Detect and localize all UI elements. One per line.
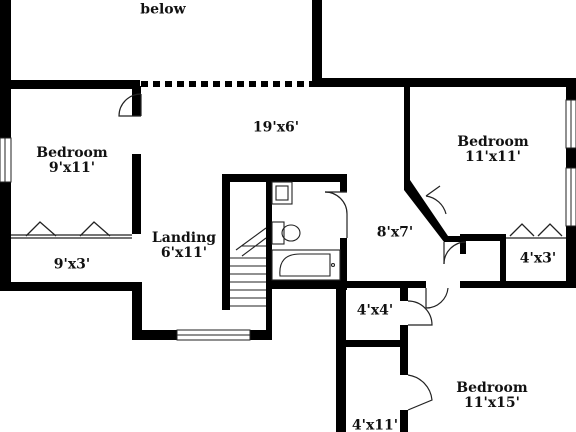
stair-east-wall [266,174,272,334]
landing-south-wall-left [132,330,177,340]
east-wall-top [566,78,576,100]
bath-east-wall-top [340,174,347,192]
bathtub [271,249,341,281]
bath-east-wall-low [340,238,347,290]
room-name: Bedroom [36,145,108,161]
room-size: 8'x7' [376,224,414,241]
stairs [230,227,267,307]
windows [0,99,576,341]
room-label-upper-hall: 19'x6' [252,119,300,136]
closet-lower-east-wall [400,410,408,432]
room-size: 11'x15' [464,395,520,411]
room-size: 6'x11' [160,245,208,261]
room-label-bedroom-southeast: Bedroom 11'x15' [456,381,527,411]
closet-east-east-wall [500,234,506,288]
room-name: below [140,1,186,18]
closet-mid-east-top [400,283,408,301]
closet-mid-east-low [400,325,408,375]
bath-south-wall [266,280,342,289]
room-size: 4'x11' [351,417,399,432]
north-wall-west [0,80,140,89]
room-label-hall: 8'x7' [376,224,414,241]
closet-divider-wall [336,340,406,347]
room-label-closet-mid: 4'x4' [356,302,394,319]
closet-details [11,221,566,239]
room-label-closet-lower: 4'x11' [351,417,399,432]
room-size: 9'x11' [48,160,96,176]
room-size: 11'x11' [465,149,521,165]
bedroom-east-west-wall [404,84,410,184]
room-size: 4'x4' [356,302,394,319]
toilet-tank [271,221,285,245]
east-wall-lower [566,226,576,286]
room-label-closet-west: 9'x3' [53,256,91,273]
bath-north-wall [222,174,347,182]
angled-wall [404,180,462,242]
landing-south-wall-right [250,330,272,340]
bath-fixtures [271,181,341,281]
room-label-below: below [140,1,186,18]
closet-west-wall [336,283,346,432]
room-label-closet-east: 4'x3' [519,250,557,267]
sink [271,181,293,205]
hall-south-wall-left [336,281,426,288]
stair-west-wall [222,174,230,310]
east-wall-mid [566,148,576,168]
landing-west-wall-lower [132,282,142,340]
doors [118,93,467,411]
hall-south-wall-right [460,281,576,288]
room-label-landing: Landing 6'x11' [152,231,216,261]
landing-west-wall-top [132,86,141,116]
room-size: 19'x6' [252,119,300,136]
room-size: 9'x3' [53,256,91,273]
room-name: Bedroom [457,134,529,150]
toilet-bowl [281,224,301,242]
north-wall-east [312,78,576,87]
closet-east-west-wall [460,234,466,254]
room-label-bedroom-east: Bedroom 11'x11' [457,135,528,165]
south-wall-west [0,282,140,291]
room-label-bedroom-west: Bedroom 9'x11' [36,146,107,176]
room-name: Bedroom [456,380,528,396]
below-east-wall [312,0,322,82]
closet-east-top-wall [460,234,506,241]
room-size: 4'x3' [519,250,557,267]
room-name: Landing [151,230,217,246]
landing-west-wall-mid [132,154,141,234]
